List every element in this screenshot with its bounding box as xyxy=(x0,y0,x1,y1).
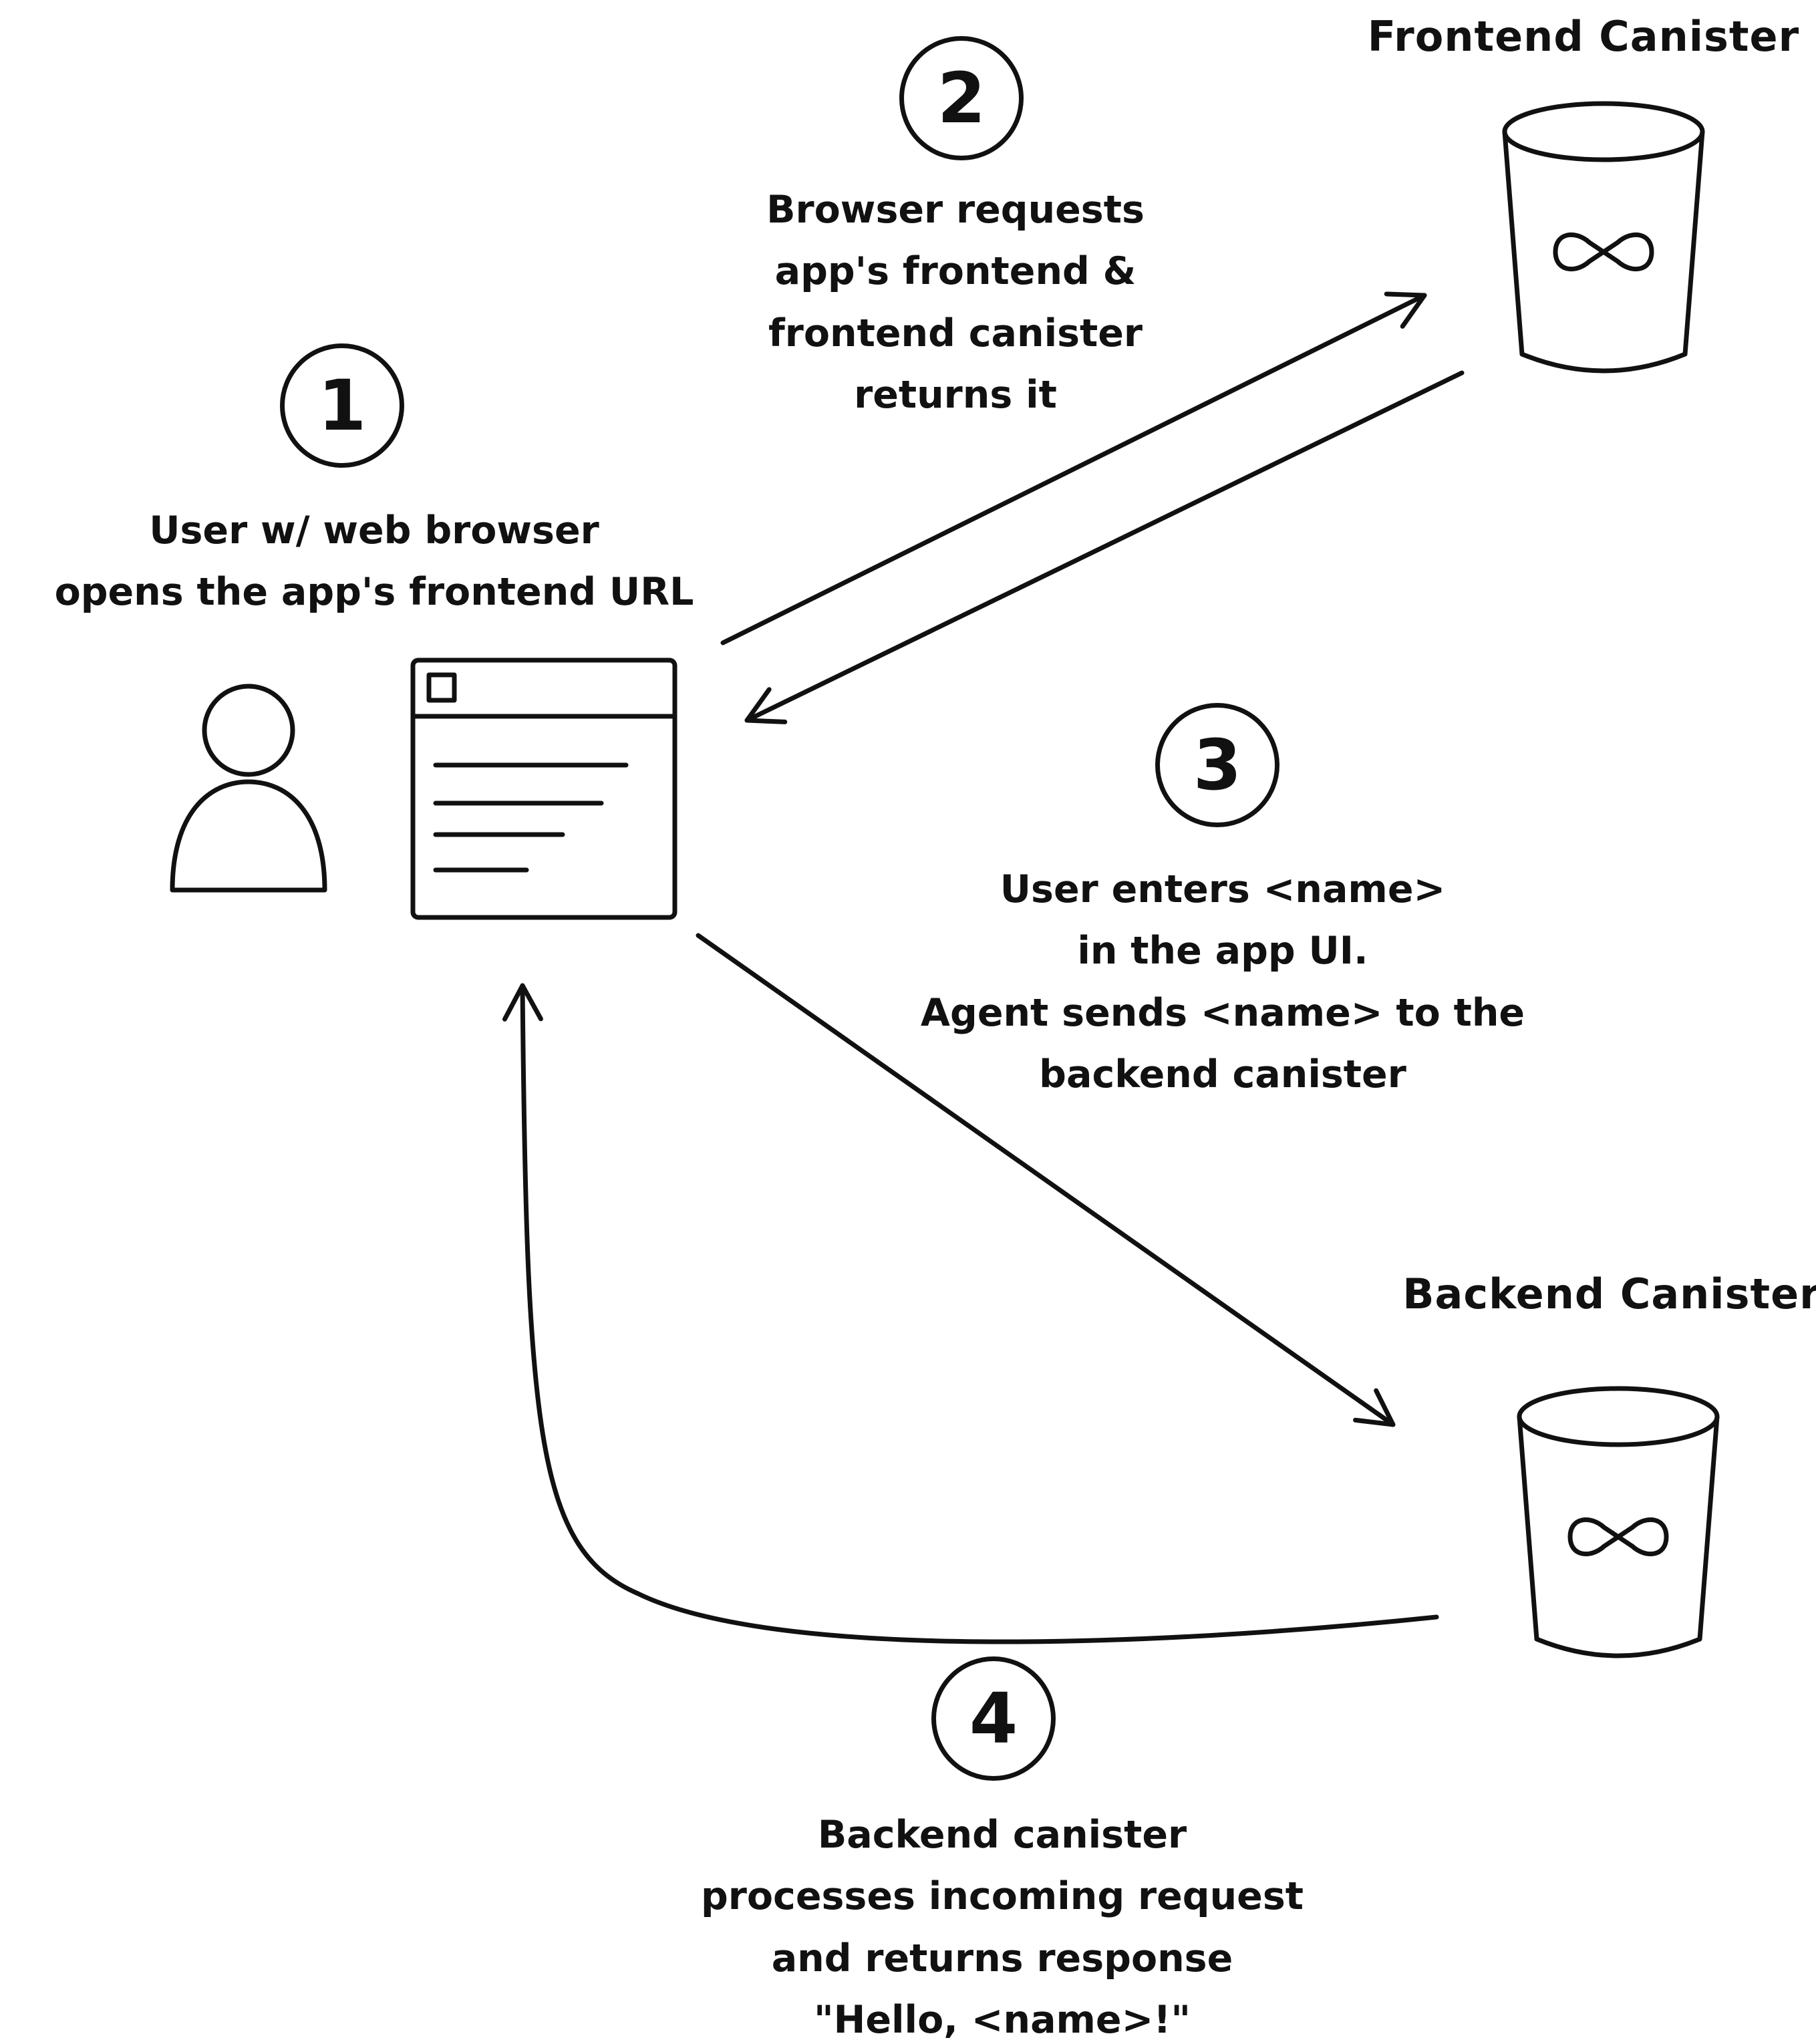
caption-line: backend canister xyxy=(1039,1052,1406,1097)
step-3-badge: 3 xyxy=(1155,703,1279,827)
step-3-caption: User enters <name> in the app UI. Agent … xyxy=(849,859,1597,1105)
caption-line: "Hello, <name>!" xyxy=(813,1997,1191,2042)
user-head xyxy=(202,684,295,777)
backend-canister-label: Backend Canister xyxy=(1402,1270,1816,1318)
step-4-badge: 4 xyxy=(931,1656,1056,1781)
browser-window-icon xyxy=(410,658,677,920)
caption-line: processes incoming request xyxy=(700,1874,1304,1919)
step-2-caption: Browser requests app's frontend & fronte… xyxy=(688,179,1223,426)
backend-canister-icon xyxy=(1519,1389,1717,1656)
caption-line: and returns response xyxy=(771,1936,1233,1981)
frontend-canister-label: Frontend Canister xyxy=(1367,12,1800,61)
arrow-browser-to-backend xyxy=(696,933,1396,1427)
arrow-browser-to-frontend xyxy=(720,291,1427,645)
browser-tab-square xyxy=(426,672,457,703)
caption-line: in the app UI. xyxy=(1077,929,1368,974)
caption-line: User enters <name> xyxy=(1000,867,1446,911)
caption-line: Backend canister xyxy=(817,1813,1187,1857)
step-2-badge: 2 xyxy=(899,36,1024,160)
frontend-canister-icon xyxy=(1505,104,1702,371)
step-1-badge: 1 xyxy=(280,343,404,468)
step-3-number: 3 xyxy=(1193,724,1242,806)
caption-line: app's frontend & xyxy=(774,249,1137,294)
user-icon xyxy=(170,684,327,893)
caption-line: User w/ web browser xyxy=(149,508,599,553)
arrow-frontend-to-browser xyxy=(744,370,1465,724)
step-2-number: 2 xyxy=(937,57,986,139)
caption-line: opens the app's frontend URL xyxy=(54,570,694,615)
caption-line: frontend canister xyxy=(768,311,1143,355)
caption-line: returns it xyxy=(854,372,1057,417)
step-1-number: 1 xyxy=(317,365,367,446)
step-4-caption: Backend canister processes incoming requ… xyxy=(628,1804,1376,2044)
user-body xyxy=(170,779,327,893)
arrow-backend-to-browser xyxy=(502,983,1439,1644)
step-1-caption: User w/ web browser opens the app's fron… xyxy=(13,500,735,623)
step-4-number: 4 xyxy=(969,1678,1018,1759)
caption-line: Browser requests xyxy=(766,188,1145,232)
caption-line: Agent sends <name> to the xyxy=(920,990,1525,1035)
browser-frame xyxy=(410,658,677,920)
